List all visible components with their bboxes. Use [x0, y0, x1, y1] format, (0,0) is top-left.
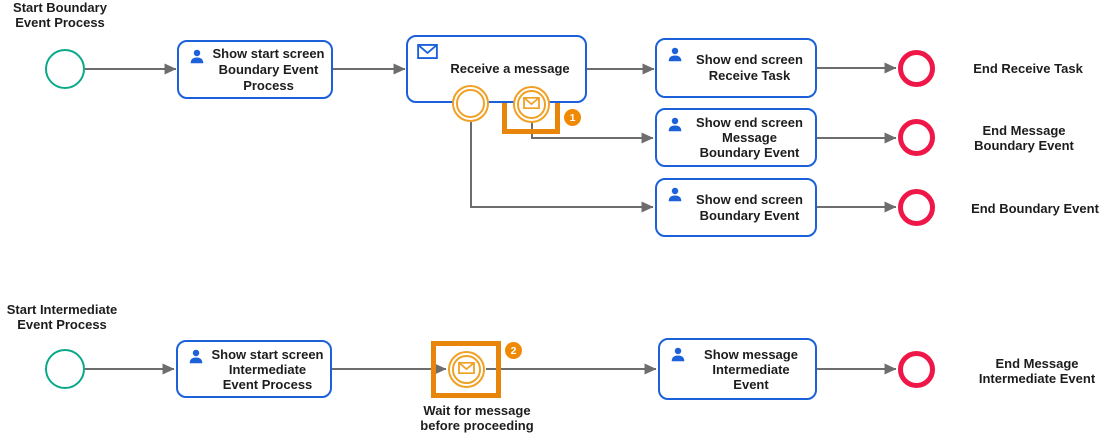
flow-msgboundary-to-task — [531, 122, 654, 144]
highlight-square-2 — [431, 341, 501, 398]
end-event-message-intermediate — [898, 351, 935, 388]
end-receive-task-label: End Receive Task — [973, 61, 1083, 76]
message-boundary-event-ring — [517, 90, 546, 119]
envelope-icon — [523, 96, 540, 114]
user-icon — [188, 48, 206, 71]
start-event-boundary-process — [45, 49, 85, 89]
boundary-event-ring — [456, 89, 485, 118]
envelope-icon — [458, 361, 475, 379]
user-icon — [666, 46, 684, 69]
envelope-icon — [417, 44, 438, 64]
end-event-boundary — [898, 189, 935, 226]
boundary-event — [452, 85, 489, 122]
user-icon — [666, 116, 684, 139]
end-event-receive-task — [898, 50, 935, 87]
message-intermediate-catch-event — [448, 351, 485, 388]
user-icon — [669, 346, 687, 369]
user-icon — [666, 186, 684, 209]
message-boundary-event — [513, 86, 550, 123]
start-event-intermediate-process — [45, 349, 85, 389]
flow-boundary-to-task — [470, 122, 654, 213]
task-receive-a-message: Receive a message — [406, 35, 587, 103]
user-icon — [187, 348, 205, 371]
message-intermediate-event-ring — [452, 355, 481, 384]
callout-badge-1: 1 — [564, 109, 581, 126]
end-event-message-boundary — [898, 119, 935, 156]
end-boundary-label: End Boundary Event — [971, 201, 1099, 216]
callout-badge-2: 2 — [505, 342, 522, 359]
task-label: Receive a message — [450, 61, 570, 76]
